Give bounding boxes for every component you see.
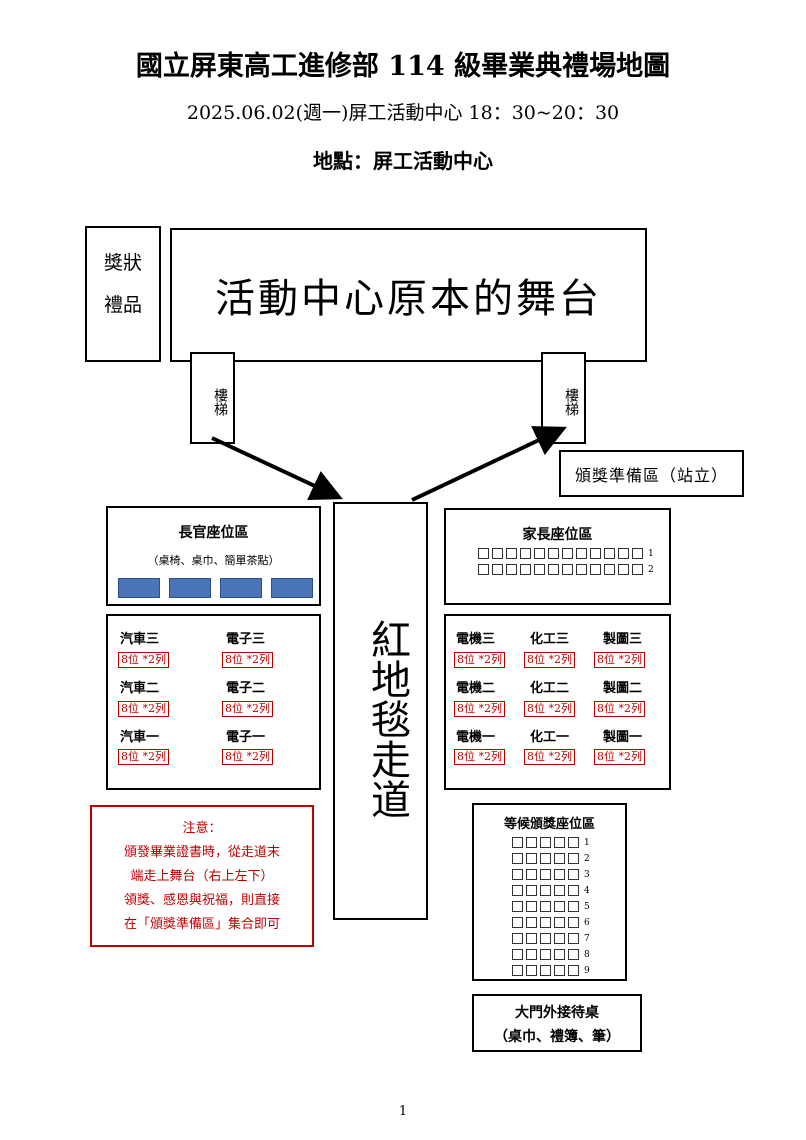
- dept-label: 化工三: [530, 632, 570, 647]
- stage: 活動中心原本的舞台: [170, 228, 647, 362]
- seat-tag: 8位 *2列: [118, 701, 169, 717]
- row-number: 7: [584, 933, 590, 944]
- row-number: 3: [584, 869, 590, 880]
- notice-line: 端走上舞台（右上左下）: [130, 869, 274, 884]
- gift-label: 禮品: [103, 294, 142, 316]
- notice-line: 在「頒獎準備區」集合即可: [123, 917, 280, 932]
- reception-table: 大門外接待桌 （桌巾、禮簿、筆）: [472, 994, 642, 1052]
- dept-label: 電機一: [456, 730, 496, 745]
- prize-area: 獎狀 禮品: [85, 226, 161, 362]
- event-location: 地點：屏工活動中心: [313, 149, 493, 173]
- dept-label: 電子二: [226, 681, 266, 696]
- dept-label: 製圖二: [603, 681, 643, 696]
- seat-tag: 8位 *2列: [454, 652, 505, 668]
- waiting-row: 5: [512, 896, 590, 915]
- reception-items: （桌巾、禮簿、筆）: [494, 1029, 620, 1045]
- page-title: 國立屏東高工進修部 114 級畢業典禮場地圖: [135, 51, 671, 82]
- dept-label: 化工一: [530, 730, 570, 745]
- officials-seating: 長官座位區 （桌椅、桌巾、簡單茶點）: [106, 506, 321, 606]
- official-table: [169, 578, 211, 598]
- officials-title: 長官座位區: [178, 525, 249, 541]
- official-table: [220, 578, 262, 598]
- waiting-row: 2: [512, 848, 590, 867]
- prize-label: 獎狀: [103, 252, 142, 274]
- row-number: 8: [584, 949, 590, 960]
- parents-row: 1: [478, 546, 654, 560]
- award-prepare-area: 頒獎準備區（站立）: [559, 450, 744, 497]
- parents-title: 家長座位區: [522, 527, 593, 543]
- student-seating-left: 汽車三 電子三 8位 *2列 8位 *2列 汽車二 電子二 8位 *2列 8位 …: [106, 614, 321, 790]
- seat-tag: 8位 *2列: [222, 749, 273, 765]
- waiting-row: 4: [512, 880, 590, 899]
- notice-line: 領獎、感恩與祝福，則直接: [123, 893, 280, 908]
- seat-tag: 8位 *2列: [118, 749, 169, 765]
- row-number: 9: [584, 965, 590, 976]
- stairs-left: 樓梯: [190, 352, 235, 444]
- waiting-row: 9: [512, 960, 590, 979]
- award-waiting-seating: 等候頒獎座位區 1 2 3 4 5 6 7 8 9: [472, 803, 627, 981]
- waiting-row: 6: [512, 912, 590, 931]
- waiting-row: 7: [512, 928, 590, 947]
- seat-tag: 8位 *2列: [222, 701, 273, 717]
- seat-tag: 8位 *2列: [524, 652, 575, 668]
- row-number: 6: [584, 917, 590, 928]
- route-arrow-up: [411, 426, 567, 502]
- notice-line: 頒發畢業證書時，從走道末: [123, 845, 280, 860]
- waiting-row: 8: [512, 944, 590, 963]
- reception-title: 大門外接待桌: [515, 1005, 599, 1021]
- dept-label: 汽車三: [120, 632, 160, 647]
- waiting-title: 等候頒獎座位區: [503, 817, 595, 832]
- parents-seating: 家長座位區 1 2: [444, 508, 671, 605]
- seat-tag: 8位 *2列: [118, 652, 169, 668]
- row-number: 2: [648, 564, 654, 575]
- dept-label: 電子一: [226, 730, 266, 745]
- notice-box: 注意： 頒發畢業證書時，從走道末 端走上舞台（右上左下） 領獎、感恩與祝福，則直…: [90, 805, 314, 947]
- seat-tag: 8位 *2列: [524, 701, 575, 717]
- seat-tag: 8位 *2列: [594, 652, 645, 668]
- dept-label: 電子三: [226, 632, 266, 647]
- route-arrow-down: [211, 436, 343, 501]
- event-datetime: 2025.06.02(週一)屏工活動中心 18：30~20：30: [186, 102, 620, 124]
- dept-label: 製圖一: [603, 730, 643, 745]
- stairs-left-label: 樓梯: [212, 388, 228, 416]
- parents-row: 2: [478, 562, 654, 576]
- seat-tag: 8位 *2列: [222, 652, 273, 668]
- seat-tag: 8位 *2列: [454, 749, 505, 765]
- row-number: 2: [584, 853, 590, 864]
- student-seating-right: 電機三 化工三 製圖三 8位 *2列 8位 *2列 8位 *2列 電機二 化工二…: [444, 614, 671, 790]
- stairs-right-label: 樓梯: [563, 388, 579, 416]
- seat-tag: 8位 *2列: [454, 701, 505, 717]
- waiting-row: 1: [512, 832, 590, 851]
- dept-label: 電機三: [456, 632, 496, 647]
- official-table: [118, 578, 160, 598]
- dept-label: 汽車二: [120, 681, 160, 696]
- seat-tag: 8位 *2列: [524, 749, 575, 765]
- award-prepare-label: 頒獎準備區（站立）: [574, 465, 728, 485]
- waiting-row: 3: [512, 864, 590, 883]
- dept-label: 汽車一: [120, 730, 160, 745]
- page-number: 1: [398, 1104, 408, 1119]
- row-number: 5: [584, 901, 590, 912]
- notice-title: 注意：: [182, 821, 222, 836]
- dept-label: 製圖三: [603, 632, 643, 647]
- row-number: 4: [584, 885, 590, 896]
- official-table: [271, 578, 313, 598]
- dept-label: 電機二: [456, 681, 496, 696]
- seat-tag: 8位 *2列: [594, 749, 645, 765]
- officials-note: （桌椅、桌巾、簡單茶點）: [147, 554, 280, 567]
- row-number: 1: [584, 837, 590, 848]
- dept-label: 化工二: [530, 681, 570, 696]
- red-carpet-label: 紅地毯走道: [364, 619, 410, 819]
- row-number: 1: [648, 548, 654, 559]
- seat-tag: 8位 *2列: [594, 701, 645, 717]
- stage-label: 活動中心原本的舞台: [215, 276, 602, 322]
- red-carpet-aisle: 紅地毯走道: [333, 502, 428, 920]
